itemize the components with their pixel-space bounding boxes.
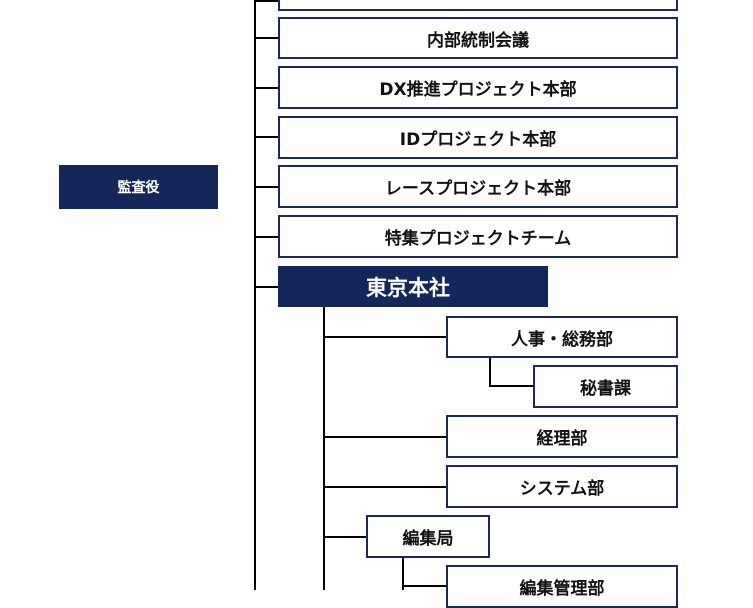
auditor-box: 監査役 — [59, 165, 218, 209]
connector-board-unit-4 — [254, 186, 280, 188]
connector-dept-secretary-vertical — [489, 357, 491, 387]
connector-board-unit-2 — [254, 87, 280, 89]
main-trunk-line — [254, 0, 256, 590]
secretary-section-box: 秘書課 — [533, 365, 678, 408]
tokyo-head-office-box: 東京本社 — [278, 266, 548, 307]
dx-project-hq-box: DX推進プロジェクト本部 — [278, 66, 678, 109]
connector-dept-system — [323, 486, 447, 488]
connector-dept-accounting — [323, 436, 447, 438]
connector-dept-secretary — [489, 385, 534, 387]
internal-control-meeting-box: 内部統制会議 — [278, 17, 678, 59]
connector-board-unit-1 — [254, 37, 280, 39]
connector-editorial-bureau — [323, 536, 367, 538]
connector-board-unit-0 — [254, 0, 280, 2]
connector-board-unit-3 — [254, 136, 280, 138]
editorial-bureau-box: 編集局 — [366, 515, 490, 558]
feature-project-team-box: 特集プロジェクトチーム — [278, 215, 678, 258]
connector-head-office — [254, 286, 280, 288]
board-unit-box-partial — [278, 0, 678, 11]
system-dept-box: システム部 — [446, 465, 678, 508]
hr-general-affairs-box: 人事・総務部 — [446, 316, 678, 358]
connector-editorial-admin — [402, 585, 447, 587]
connector-board-unit-5 — [254, 236, 280, 238]
editorial-admin-dept-box: 編集管理部 — [446, 565, 678, 608]
editorial-trunk-line — [402, 556, 404, 590]
race-project-hq-box: レースプロジェクト本部 — [278, 165, 678, 208]
head-office-trunk-line — [323, 307, 325, 590]
connector-dept-hr — [323, 336, 447, 338]
accounting-dept-box: 経理部 — [446, 415, 678, 458]
id-project-hq-box: IDプロジェクト本部 — [278, 116, 678, 159]
